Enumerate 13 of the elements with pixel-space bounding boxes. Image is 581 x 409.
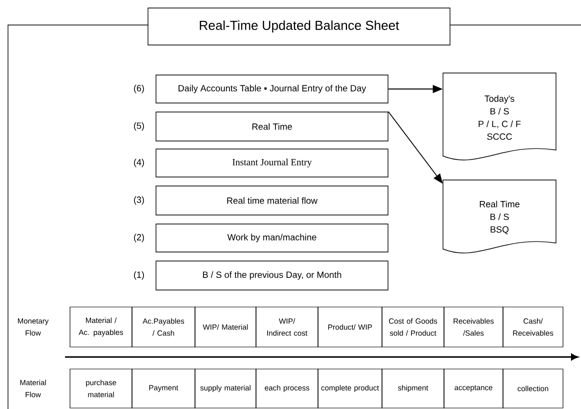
title-box: Real-Time Updated Balance Sheet	[148, 8, 450, 46]
process-box: B / S of the previous Day, or Month	[156, 260, 388, 290]
step-number: (4)	[134, 158, 144, 168]
step-number: (1)	[134, 271, 144, 280]
process-box: Real time material flow	[156, 186, 388, 216]
process-box: Instant Journal Entry	[156, 148, 388, 178]
step-number: (5)	[134, 122, 144, 131]
process-box: Work by man/machine	[156, 224, 388, 252]
process-box: Daily Accounts Table ▪ Journal Entry of the Day	[156, 74, 388, 104]
process-box: Real Time	[156, 112, 388, 142]
step-number: (3)	[134, 196, 144, 205]
step-number: (2)	[134, 234, 144, 242]
step-number: (6)	[134, 84, 144, 94]
